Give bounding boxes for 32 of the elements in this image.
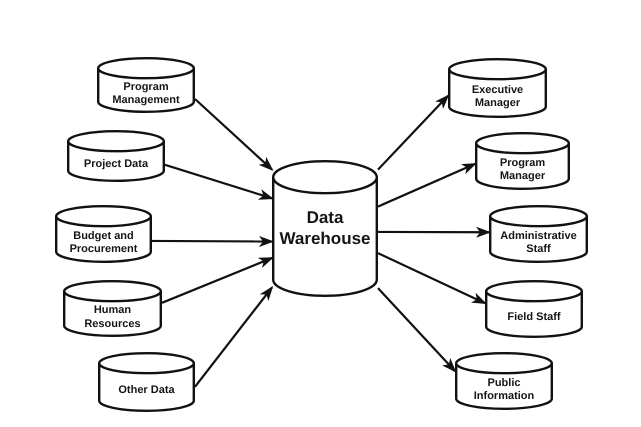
node-label: Other Data (118, 384, 175, 398)
arrow (194, 98, 274, 171)
database-cylinder (455, 352, 553, 410)
arrow (378, 162, 477, 208)
database-cylinder (63, 280, 162, 337)
node-label: Administrative Staff (499, 230, 578, 256)
node-label: Public Information (472, 376, 536, 404)
arrow (194, 286, 274, 388)
node-label: Field Staff (507, 311, 561, 325)
database-cylinder (475, 132, 570, 190)
node-label: Human Resources (83, 304, 142, 331)
database-cylinder (55, 205, 152, 263)
database-cylinder (98, 352, 195, 412)
arrow (378, 252, 487, 304)
database-cylinder (272, 160, 378, 297)
database-cylinder (67, 130, 165, 182)
node-label: Data Warehouse (278, 208, 372, 249)
arrow (378, 226, 491, 238)
database-cylinder (489, 205, 588, 263)
node-label: Program Manager (498, 156, 546, 184)
arrow (162, 256, 274, 304)
node-label: Executive Manager (470, 84, 524, 110)
arrow (377, 287, 456, 373)
database-cylinder (97, 57, 195, 113)
database-cylinder (448, 58, 547, 118)
database-cylinder (485, 280, 583, 338)
node-label: Budget and Procurement (68, 230, 138, 256)
node-label: Project Data (84, 158, 148, 172)
node-label: Program Management (111, 80, 181, 108)
arrow (377, 94, 450, 170)
arrow (152, 236, 274, 247)
arrow (164, 164, 274, 200)
